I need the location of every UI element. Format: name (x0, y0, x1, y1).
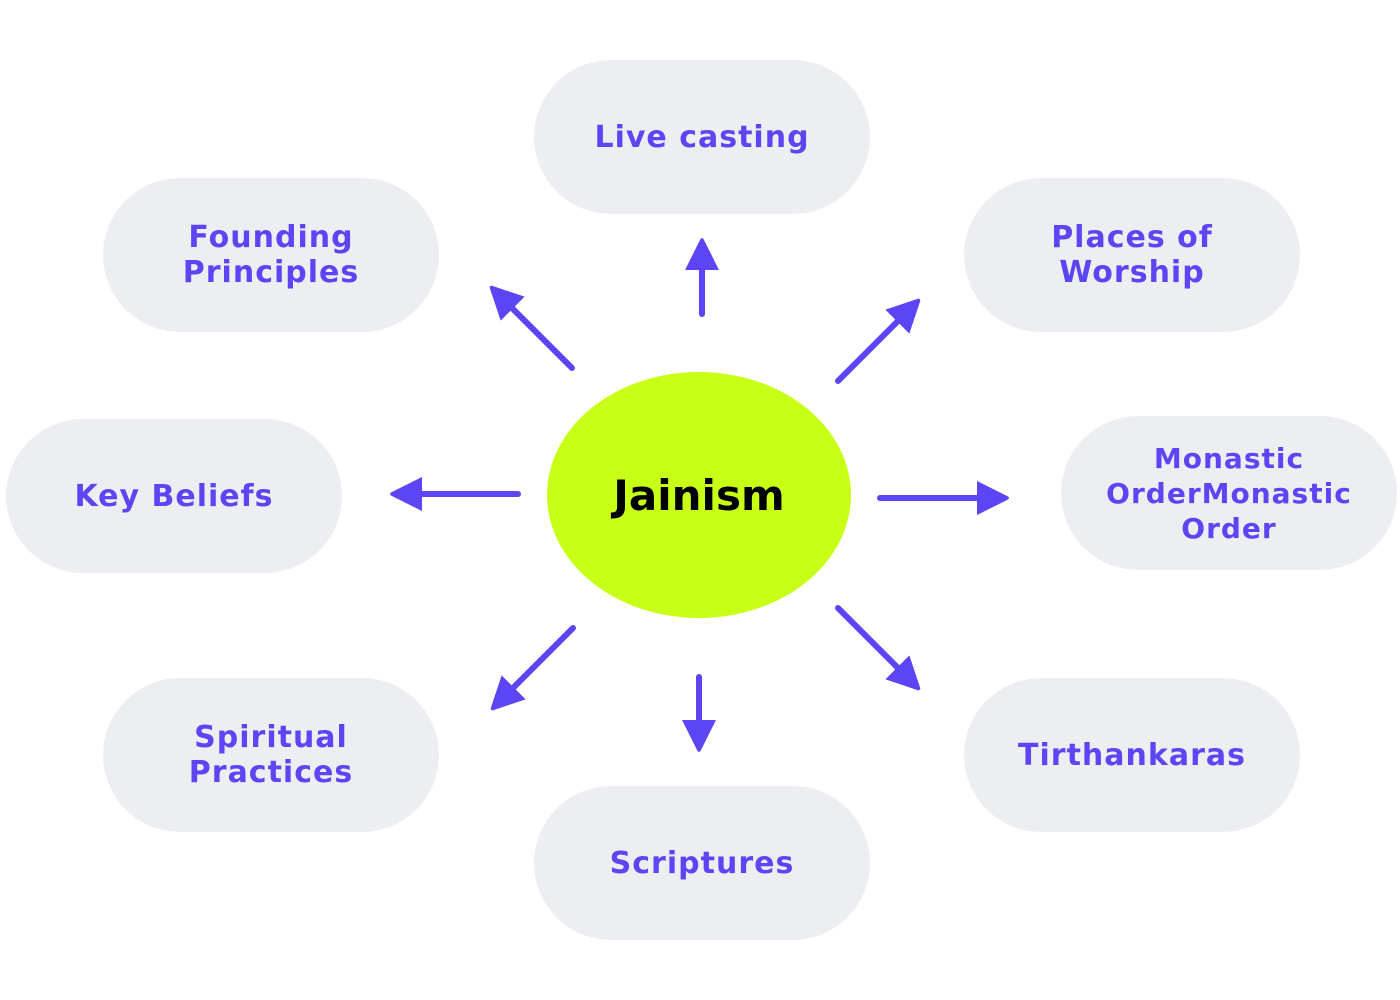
center-node: Jainism (547, 372, 851, 618)
arrow-to-founding-principles (500, 296, 575, 371)
node-founding-principles[interactable]: Founding Principles (103, 178, 439, 332)
node-label: Monastic OrderMonastic Order (1106, 441, 1352, 545)
arrow-to-spiritual-practices (501, 625, 576, 700)
node-monastic-order[interactable]: Monastic OrderMonastic Order (1061, 416, 1397, 570)
node-key-beliefs[interactable]: Key Beliefs (6, 419, 342, 573)
node-scriptures[interactable]: Scriptures (534, 786, 870, 940)
node-places-of-worship[interactable]: Places of Worship (964, 178, 1300, 332)
node-tirthankaras[interactable]: Tirthankaras (964, 678, 1300, 832)
node-label: Spiritual Practices (188, 720, 354, 790)
arrow-to-tirthankaras (835, 605, 910, 680)
node-live-casting[interactable]: Live casting (534, 60, 870, 214)
arrow-to-places-of-worship (835, 309, 910, 384)
node-label: Tirthankaras (1018, 737, 1246, 773)
node-label: Live casting (594, 119, 810, 155)
node-label: Founding Principles (182, 220, 360, 290)
node-label: Places of Worship (1051, 220, 1213, 290)
node-label: Key Beliefs (74, 478, 274, 514)
center-label: Jainism (613, 470, 785, 520)
node-label: Scriptures (609, 845, 795, 881)
node-spiritual-practices[interactable]: Spiritual Practices (103, 678, 439, 832)
